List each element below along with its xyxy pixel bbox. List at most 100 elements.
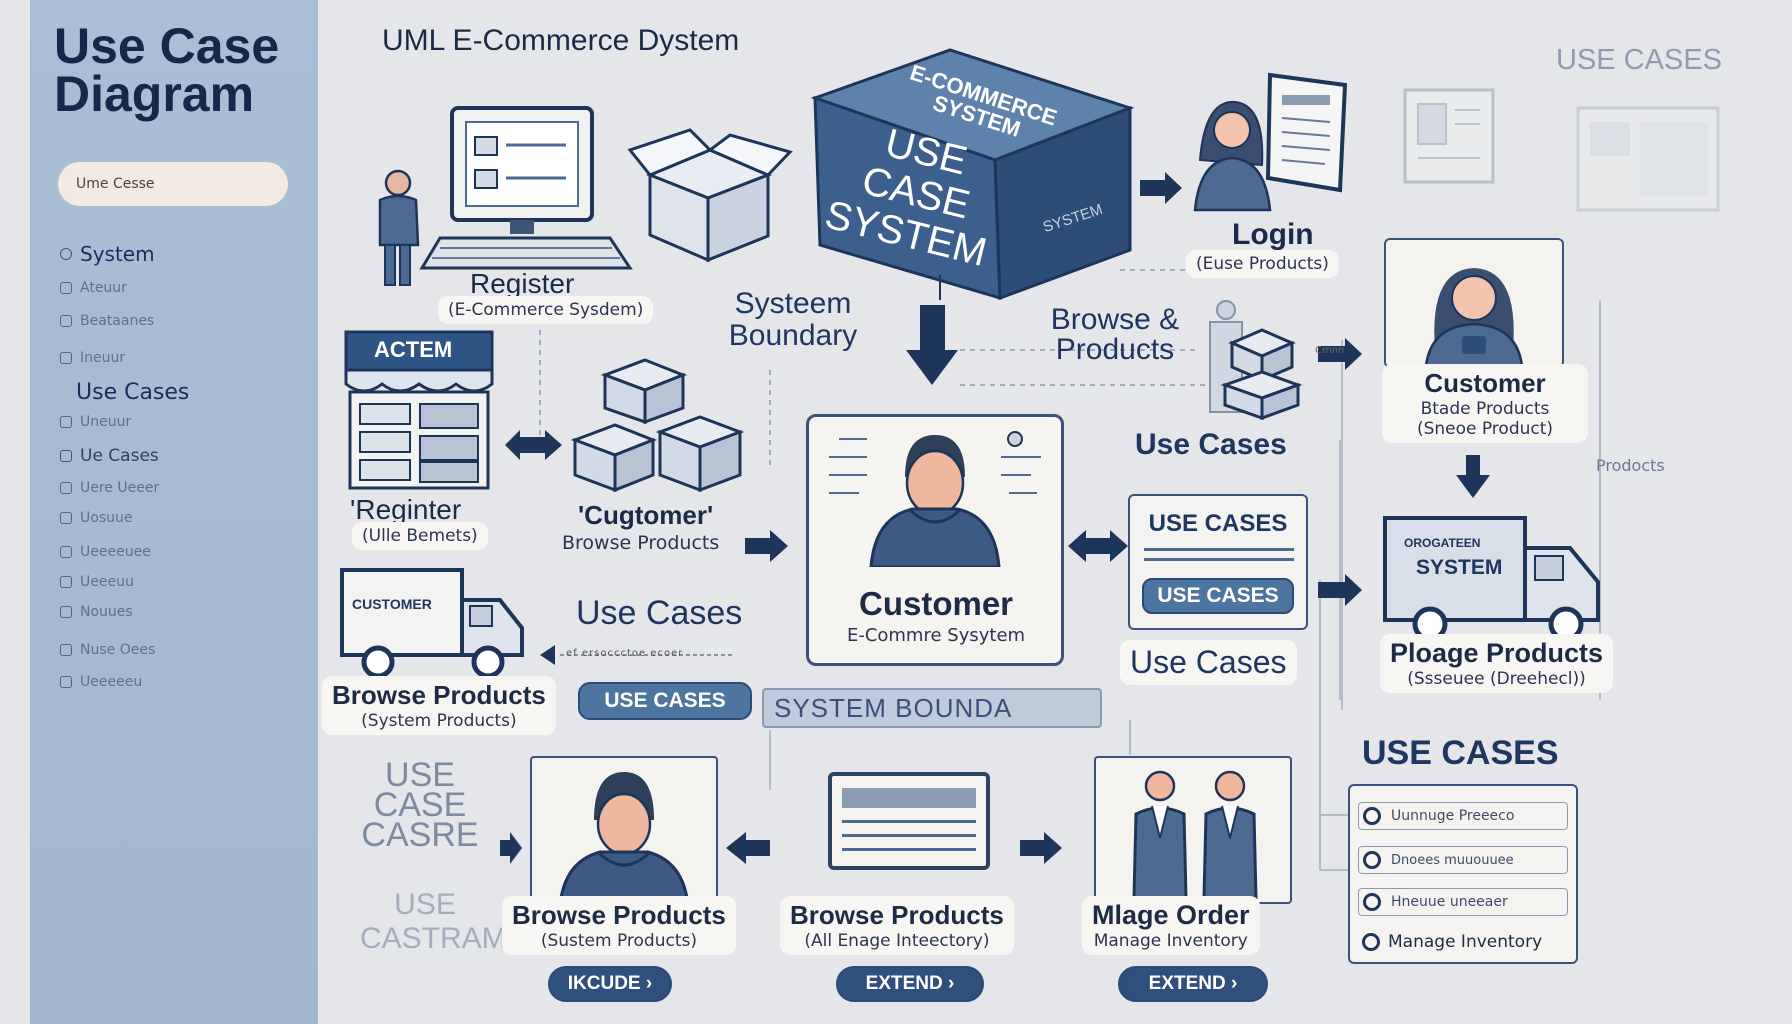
sidebar-item[interactable]: Uosuue	[60, 510, 132, 526]
customer-right-caption: Btade Products	[1420, 399, 1550, 419]
truck-label: CUSTOMER	[352, 596, 432, 612]
sidebar-item[interactable]: Nuse Oees	[60, 642, 155, 658]
arrow-right	[500, 832, 522, 864]
arrow-right	[1020, 832, 1062, 864]
sidebar-item[interactable]: Beataanes	[60, 313, 154, 329]
browse-products-b2: Browse Products (All Enage Inteectory)	[780, 896, 1014, 955]
circle-icon	[1363, 851, 1381, 869]
ploage-title: Ploage Products	[1390, 638, 1604, 668]
use-cases-label: Use Cases	[576, 594, 743, 632]
use-cases-button[interactable]: USE CASES	[1142, 578, 1294, 614]
arrow-down	[906, 305, 958, 385]
sidebar-item[interactable]: Ueeeuu	[60, 574, 134, 590]
sidebar-item[interactable]: Ateuur	[60, 280, 127, 296]
store-icon	[344, 330, 494, 490]
document-icon	[1403, 88, 1495, 184]
sidebar-item[interactable]: Nouues	[60, 604, 133, 620]
sidebar-item[interactable]: Ueeeeuee	[60, 544, 151, 560]
actor-card	[530, 756, 718, 908]
cugtomer-title: 'Cugtomer'	[578, 500, 714, 530]
arrow-right	[745, 530, 788, 562]
sidebar-item-use-cases[interactable]: Use Cases	[76, 380, 190, 405]
extend-pill[interactable]: EXTEND ›	[836, 966, 984, 1002]
square-icon	[60, 315, 72, 327]
circle-icon	[1363, 893, 1381, 911]
arrow-left	[726, 832, 770, 864]
page-title: UML E-Commerce Dystem	[382, 24, 740, 57]
arrow-left	[540, 645, 555, 665]
woman-avatar-icon	[1424, 268, 1524, 368]
system-box	[810, 48, 1135, 301]
sidebar-item[interactable]: Ueeeeeu	[60, 674, 142, 690]
customer-right-title: Customer	[1424, 368, 1546, 398]
arrow-double	[505, 430, 562, 460]
search-input[interactable]	[58, 162, 288, 206]
list-item[interactable]: Manage Inventory	[1358, 928, 1572, 956]
square-icon	[60, 482, 72, 494]
sidebar-item[interactable]: Uere Ueeer	[60, 480, 159, 496]
square-icon	[60, 676, 72, 688]
browse-products-b1: Browse Products (Sustem Products)	[502, 896, 736, 955]
browse-products-label: Browse & Products	[1050, 303, 1180, 366]
list-item[interactable]: Hneuue uneeaer	[1358, 888, 1568, 916]
boxes-icon	[570, 358, 745, 493]
sidebar: Use Case Diagram System Ateuur Beataanes…	[30, 0, 318, 1024]
customer-center-card: Customer E-Commre Sysytem	[806, 414, 1064, 666]
square-icon	[60, 352, 72, 364]
user-avatar-icon	[829, 431, 1041, 569]
browse-left-title: Browse Products	[332, 680, 546, 710]
customer-center-title: Customer	[858, 585, 1014, 622]
register-caption: (E-Commerce Sysdem)	[448, 300, 644, 320]
extend-pill[interactable]: EXTEND ›	[1118, 966, 1268, 1002]
sidebar-title: Use Case Diagram	[54, 18, 280, 122]
list-item[interactable]: Uunnuge Preeeco	[1358, 802, 1568, 830]
arrow-right	[1140, 172, 1182, 204]
list-item[interactable]: Dnoees muuouuee	[1358, 846, 1568, 874]
manage-caption: Manage Inventory	[1093, 931, 1248, 951]
list-item-label: Uunnuge Preeeco	[1391, 808, 1515, 824]
divider	[1144, 558, 1294, 561]
register-title: Register	[470, 268, 575, 299]
square-icon	[60, 576, 72, 588]
ploage-caption: (Ssseuee (Dreehecl))	[1407, 669, 1586, 689]
sidebar-item[interactable]: Ue Cases	[60, 446, 159, 466]
customer-card	[1384, 238, 1564, 368]
truck-icon	[340, 568, 524, 679]
person-icon	[378, 169, 420, 286]
system-boundary-label: Systeem Boundary	[728, 287, 858, 352]
browse-b2-caption: (All Enage Inteectory)	[804, 931, 990, 951]
include-pill[interactable]: IKCUDE ›	[548, 966, 672, 1002]
use-cases-pill[interactable]: USE CASES	[578, 682, 752, 720]
sidebar-item[interactable]: Uneuur	[60, 414, 131, 430]
faded-use-case-text: USE CASE CASRE	[361, 756, 479, 854]
login-caption: (Euse Products)	[1196, 254, 1329, 274]
use-cases-label: Use Cases	[1135, 428, 1287, 461]
document-icon	[1265, 72, 1348, 193]
divider	[842, 848, 976, 851]
circle-icon	[1362, 933, 1380, 951]
truck-icon	[1383, 516, 1600, 642]
system-boundary-bar: SYSTEM BOUNDA	[762, 688, 1102, 728]
square-icon	[60, 512, 72, 524]
cugtomer-caption: Browse Products	[562, 532, 720, 554]
box-icon	[627, 128, 793, 263]
ploage-products-label: Ploage Products (Ssseuee (Dreehecl))	[1380, 634, 1614, 693]
arrow-double	[1068, 530, 1128, 562]
list-item-label: Manage Inventory	[1388, 932, 1543, 952]
browse-products-left: Browse Products (System Products)	[322, 676, 556, 735]
two-people-icon	[1132, 770, 1258, 900]
list-item-label: Dnoees muuouuee	[1391, 852, 1514, 868]
browse-b2-title: Browse Products	[790, 900, 1004, 930]
connector-line	[1319, 580, 1350, 871]
sidebar-item-system[interactable]: System	[60, 242, 155, 266]
use-cases-list: Uunnuge Preeeco Dnoees muuouuee Hneuue u…	[1348, 784, 1578, 964]
reginter-caption: (Ulle Bemets)	[362, 526, 478, 546]
sidebar-item[interactable]: Ineuur	[60, 350, 125, 366]
divider	[842, 834, 976, 837]
login-title: Login	[1232, 218, 1314, 251]
customer-center-caption: E-Commre Sysytem	[846, 625, 1026, 646]
boxes-icon	[1209, 300, 1303, 421]
divider	[842, 820, 976, 823]
manage-title: Mlage Order	[1092, 900, 1250, 930]
